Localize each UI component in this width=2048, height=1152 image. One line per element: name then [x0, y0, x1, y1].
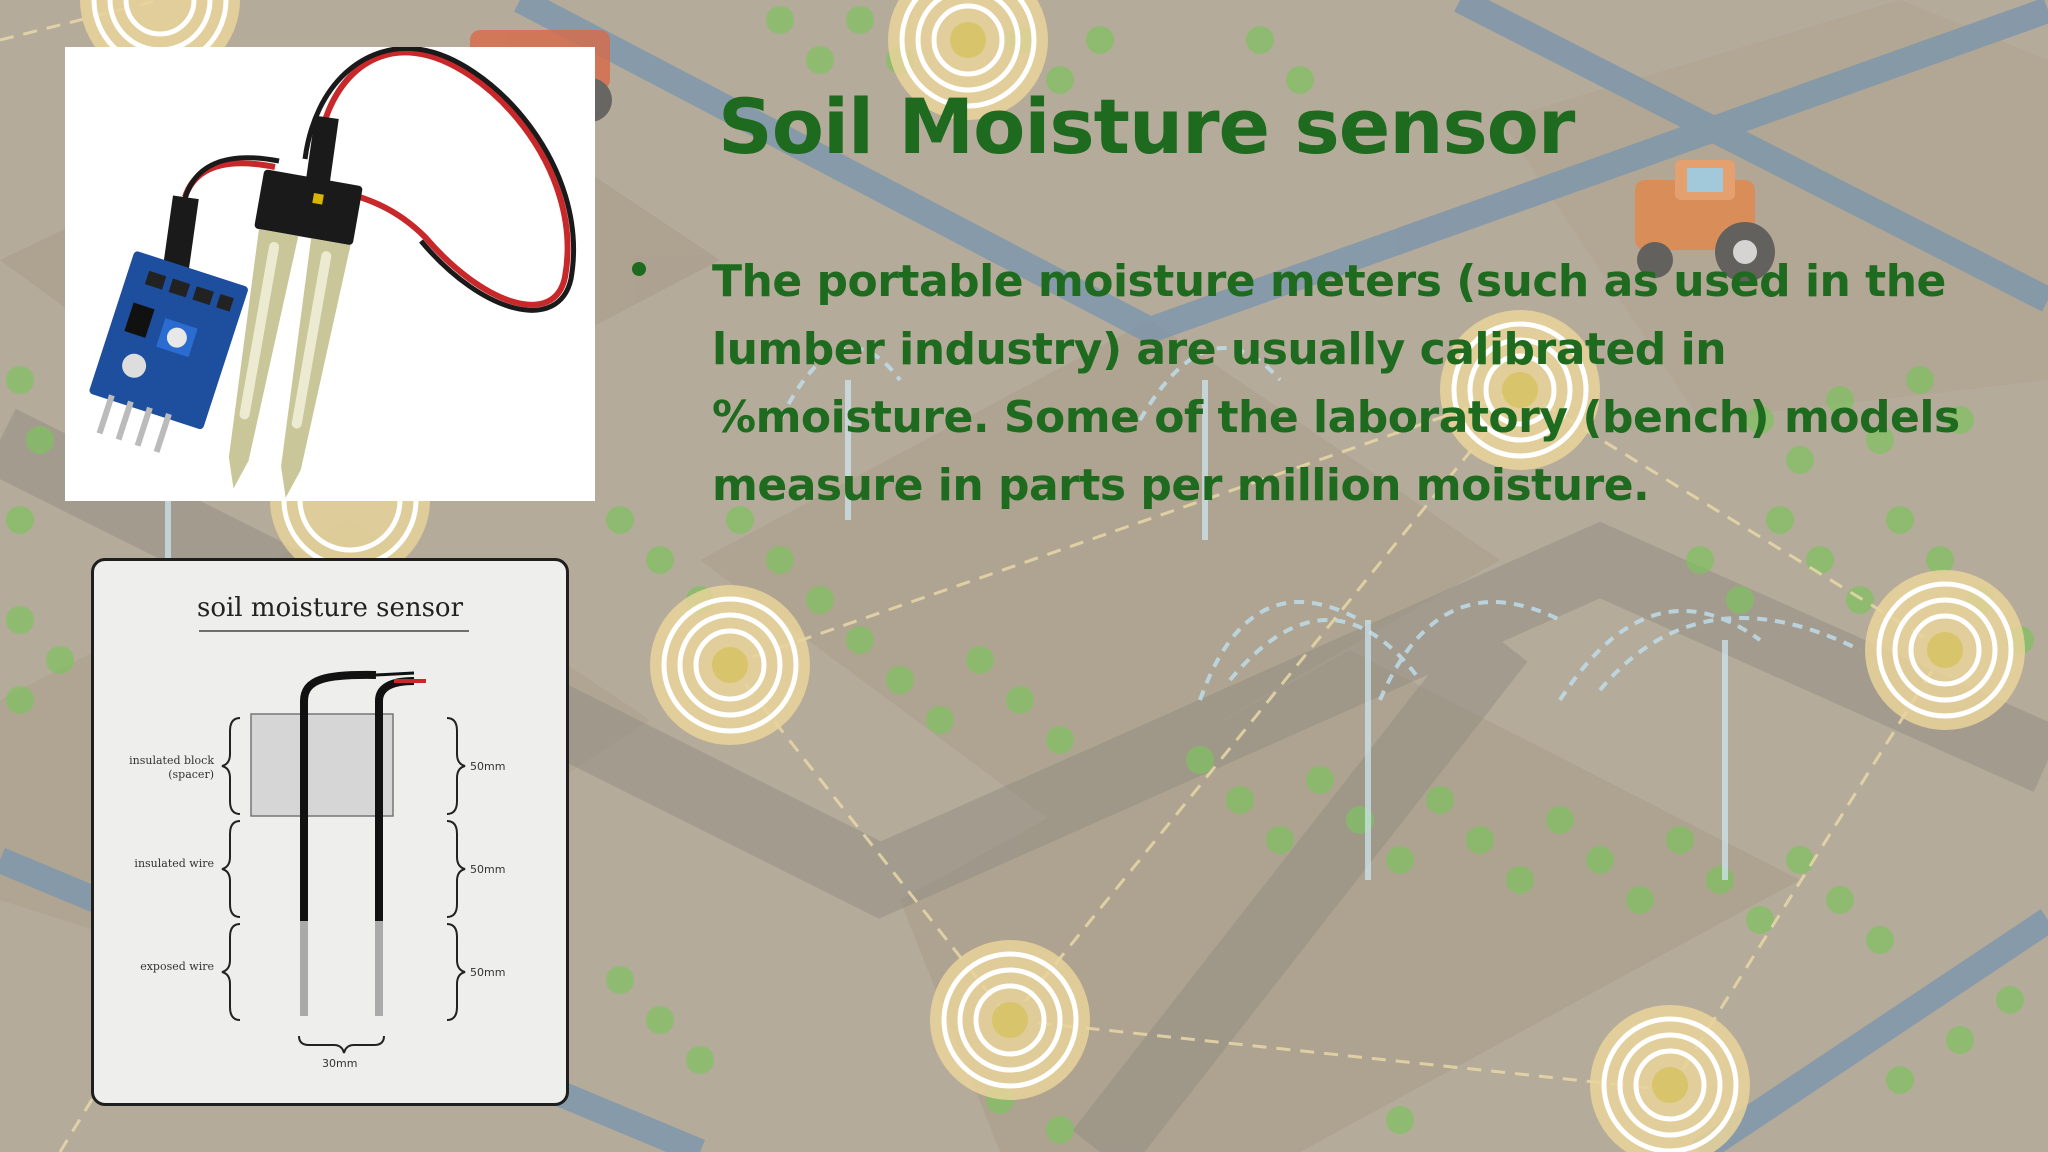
bullet-text: The portable moisture meters (such as us…: [712, 256, 1960, 511]
sensor-photo: [65, 45, 595, 501]
measure-exposed: 50mm: [470, 966, 506, 979]
label-exposed-wire: exposed wire: [140, 960, 214, 973]
sensor-diagram: soil moisture sensor insulated block (sp…: [91, 558, 569, 1106]
measure-insulated: 50mm: [470, 863, 506, 876]
measure-spacing: 30mm: [322, 1057, 358, 1070]
slide-title: Soil Moisture sensor: [718, 82, 1575, 171]
label-insulated-block: insulated block (spacer): [129, 754, 214, 781]
diagram-title: soil moisture sensor: [196, 593, 464, 623]
label-insulated-wire: insulated wire: [134, 857, 214, 870]
bullet-dot: [632, 262, 646, 276]
measure-block: 50mm: [470, 760, 506, 773]
tractor-icon: [1635, 160, 1775, 282]
